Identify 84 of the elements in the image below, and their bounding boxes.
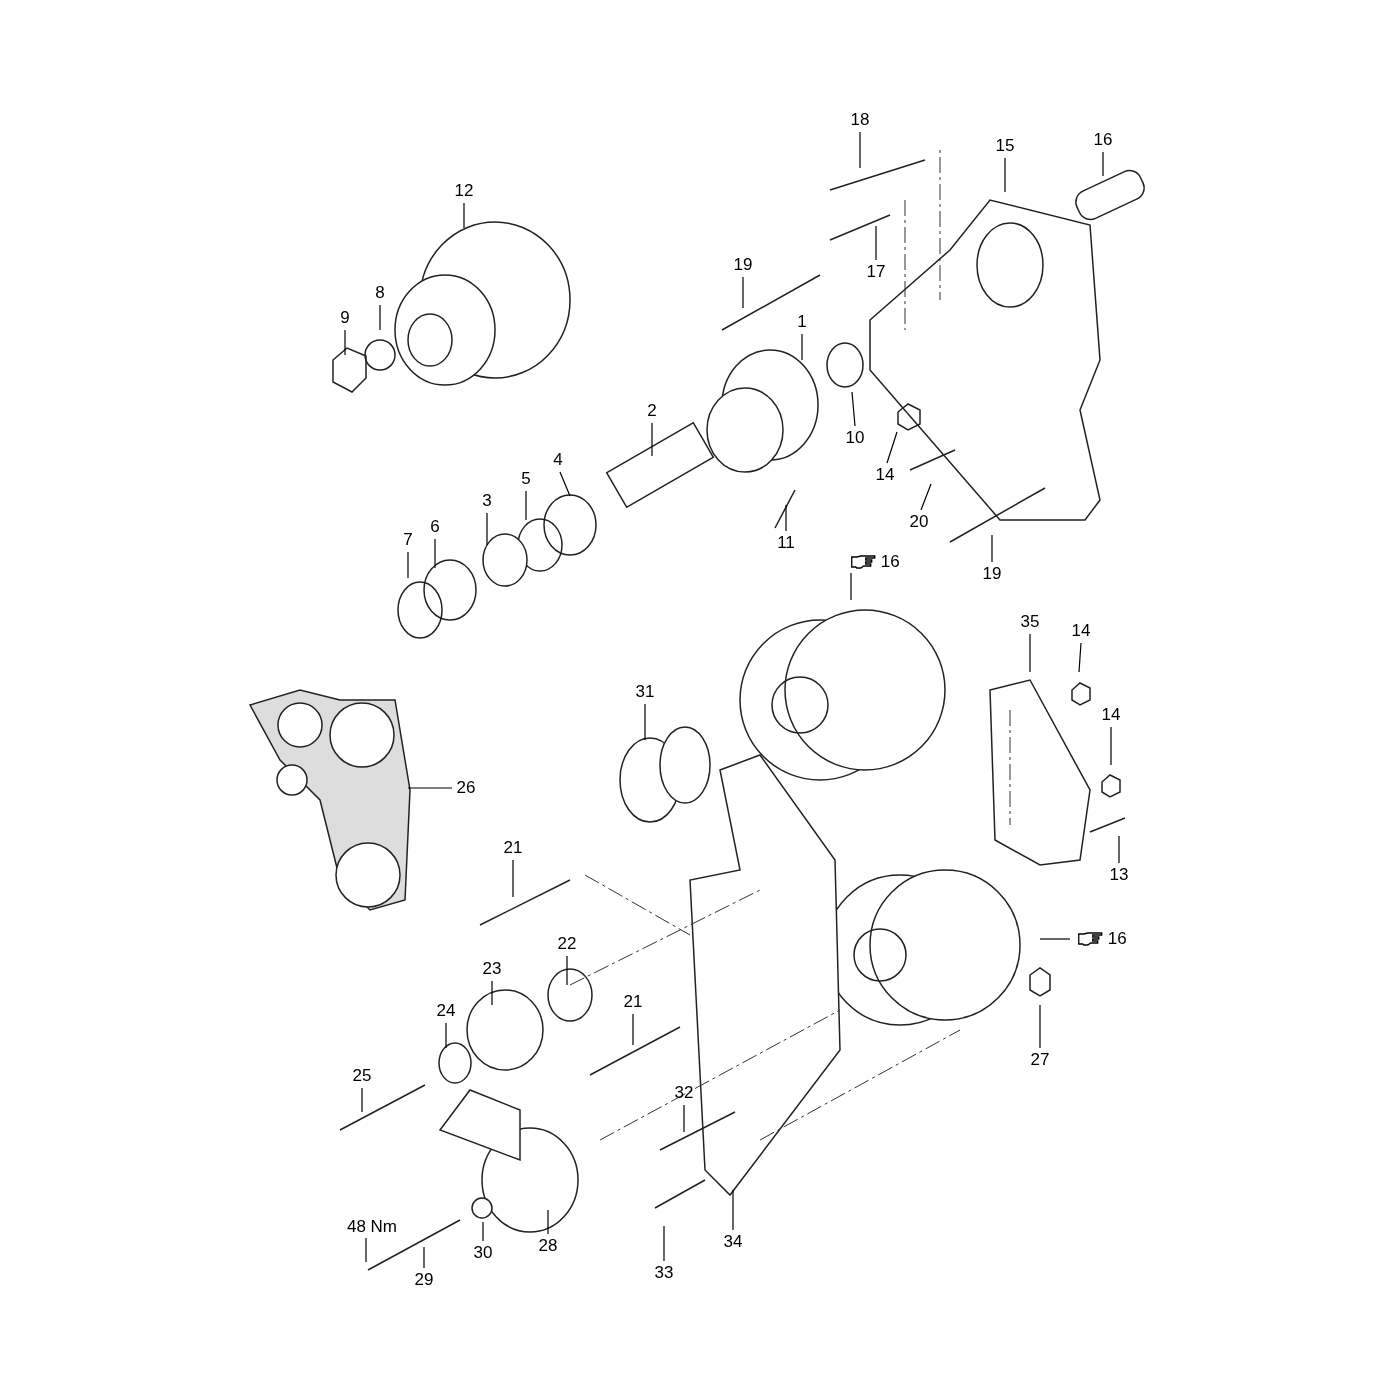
callout-number: 17 — [866, 262, 886, 282]
leader-line — [361, 1087, 363, 1113]
leader-line — [491, 980, 493, 1006]
callout-number: 8 — [375, 283, 385, 303]
leader-line — [851, 391, 856, 427]
callout-number: 10 — [845, 428, 865, 448]
callout-number: 21 — [503, 838, 523, 858]
leader-line — [365, 1237, 367, 1263]
leader-line — [463, 202, 465, 229]
leader-line — [1102, 151, 1104, 177]
leader-line — [423, 1246, 425, 1269]
leader-line — [651, 422, 653, 457]
leader-line — [525, 490, 527, 521]
callout-number: 16 — [1093, 130, 1113, 150]
callout-number: 24 — [436, 1001, 456, 1021]
leader-line — [742, 276, 744, 309]
callout-number: 48 Nm — [346, 1217, 398, 1237]
leader-line — [663, 1225, 665, 1262]
leader-line — [407, 551, 409, 579]
leader-line — [859, 131, 861, 169]
callout-number: 21 — [623, 992, 643, 1012]
leader-line — [875, 225, 877, 261]
callout-number: 5 — [521, 469, 531, 489]
callout-number: 2 — [647, 401, 657, 421]
callout-number: 28 — [538, 1236, 558, 1256]
leader-line — [434, 538, 436, 569]
callout-number: 7 — [403, 530, 413, 550]
leader-line — [920, 483, 932, 511]
leader-line — [886, 431, 898, 464]
callout-number: 3 — [482, 491, 492, 511]
leader-line — [547, 1209, 549, 1235]
callout-number: 31 — [635, 682, 655, 702]
leader-line — [801, 333, 803, 361]
leader-line — [785, 504, 787, 532]
callout-number: 34 — [723, 1232, 743, 1252]
callout-number: 23 — [482, 959, 502, 979]
callout-number: 26 — [456, 778, 476, 798]
callout-number: 12 — [454, 181, 474, 201]
callout-number: 32 — [674, 1083, 694, 1103]
callout-number: 11 — [777, 533, 795, 553]
callout-number: 19 — [733, 255, 753, 275]
callout-number: 13 — [1109, 865, 1129, 885]
callout-number: 16 — [880, 552, 900, 572]
callout-number: 1 — [797, 312, 807, 332]
leader-line — [1039, 938, 1071, 940]
callout-number: 14 — [1071, 621, 1091, 641]
leader-line — [486, 512, 488, 546]
callout-number: 4 — [553, 450, 563, 470]
leader-line — [559, 471, 571, 497]
callout-number: 14 — [1101, 705, 1121, 725]
callout-number: 14 — [875, 465, 895, 485]
callout-number: 9 — [340, 308, 350, 328]
leader-line — [732, 1189, 734, 1231]
leader-line — [344, 329, 346, 356]
leader-line — [445, 1022, 447, 1049]
leader-line — [1029, 633, 1031, 673]
leader-line — [1039, 1004, 1041, 1049]
leader-line — [1004, 157, 1006, 193]
leader-line — [850, 572, 852, 601]
callout-number: 30 — [473, 1243, 493, 1263]
callout-number: 16 — [1107, 929, 1127, 949]
leader-line — [1078, 642, 1082, 673]
callout-number: 25 — [352, 1066, 372, 1086]
callout-number: 6 — [430, 517, 440, 537]
callout-number: 33 — [654, 1263, 674, 1283]
leader-line — [644, 703, 646, 741]
leader-line — [482, 1221, 484, 1242]
callout-number: 20 — [909, 512, 929, 532]
leader-line — [407, 787, 453, 789]
leader-line — [683, 1104, 685, 1133]
callout-number: 27 — [1030, 1050, 1050, 1070]
callout-number: 22 — [557, 934, 577, 954]
callout-number: 29 — [414, 1270, 434, 1290]
callout-number: 15 — [995, 136, 1015, 156]
leader-line — [512, 859, 514, 898]
leader-line — [1118, 835, 1120, 864]
leader-line — [991, 534, 993, 563]
callout-number: 19 — [982, 564, 1002, 584]
callout-number: 18 — [850, 110, 870, 130]
leader-line — [632, 1013, 634, 1046]
callout-number: 35 — [1020, 612, 1040, 632]
leader-line — [1110, 726, 1112, 766]
leader-line — [566, 955, 568, 986]
leader-line — [379, 304, 381, 331]
